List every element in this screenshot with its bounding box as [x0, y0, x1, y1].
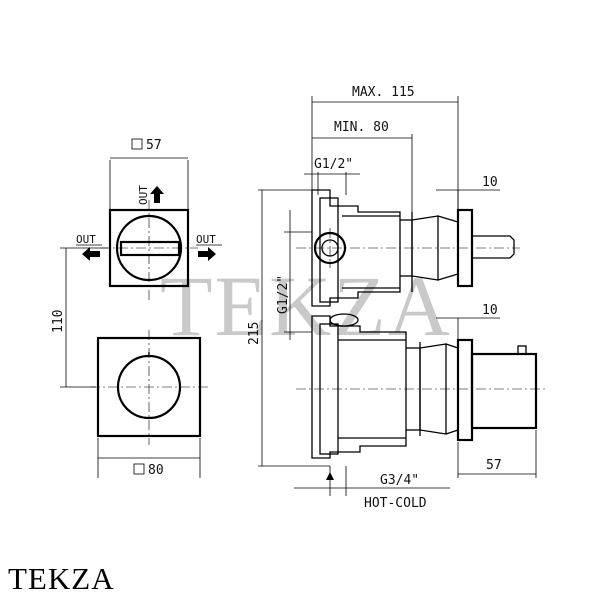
inlet-arrow-icon — [326, 472, 334, 480]
out-up-arrow-icon — [150, 186, 164, 203]
bottom-thread: G3/4" — [380, 473, 419, 488]
upper-valve-body — [311, 189, 401, 307]
lower-valve-body — [311, 315, 407, 459]
height-dim: 215 — [247, 322, 262, 345]
lower-handle — [470, 352, 538, 430]
inlet-label: HOT-COLD — [364, 496, 427, 511]
top-thread: G1/2" — [314, 157, 353, 172]
spacing-dim: 110 — [51, 310, 66, 333]
bottom-plate-size: 80 — [148, 463, 164, 478]
upper-lever — [471, 235, 515, 259]
out-left-label: OUT — [76, 233, 96, 246]
lower-offset: 10 — [482, 303, 498, 318]
top-lever — [119, 240, 181, 257]
lower-cap — [329, 313, 359, 327]
side-view: MAX. 115 MIN. 80 G1/2" 10 215 G1/2" — [247, 85, 545, 511]
top-plate-size: 57 — [146, 138, 162, 153]
out-right-arrow-icon — [198, 247, 216, 261]
out-left-arrow-icon — [82, 247, 100, 261]
max-depth: MAX. 115 — [352, 85, 415, 100]
mid-thread: G1/2" — [276, 275, 291, 314]
upper-offset: 10 — [482, 175, 498, 190]
min-depth: MIN. 80 — [334, 120, 389, 135]
handle-size: 57 — [486, 458, 502, 473]
front-view: 57 OUT OUT OUT 110 80 — [51, 138, 222, 478]
watermark: TEKZA — [160, 258, 452, 354]
out-right-label: OUT — [196, 233, 216, 246]
lower-rosette — [456, 338, 474, 442]
out-top-label: OUT — [137, 185, 150, 205]
brand-logo: TEKZA — [8, 561, 115, 596]
